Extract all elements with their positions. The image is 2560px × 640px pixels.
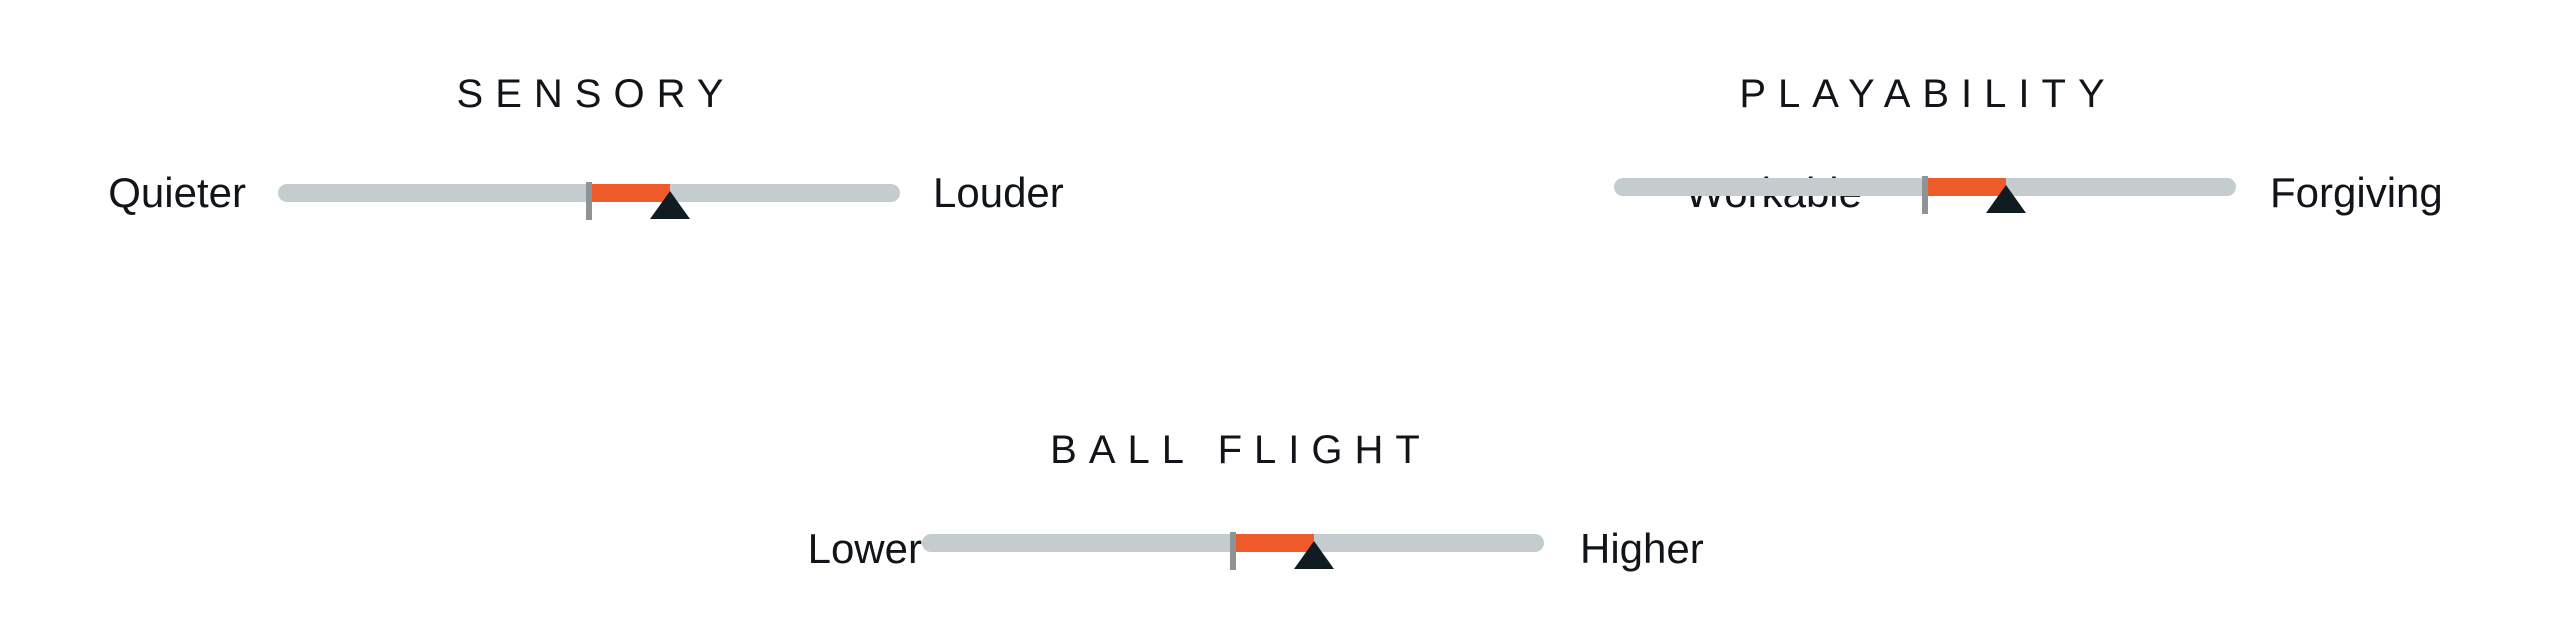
ball-flight-left-label: Lower (807, 525, 922, 572)
playability-right-label: Forgiving (2270, 169, 2443, 216)
sensory-baseline-tick (586, 182, 592, 220)
sensory-left-label: Quieter (108, 169, 246, 216)
ball-flight-title: BALL FLIGHT (1050, 428, 1432, 472)
playability-shift-bar (1925, 178, 2006, 196)
ball-flight-baseline-tick (1230, 532, 1236, 570)
ball-flight-meter: BALL FLIGHT Lower Higher (640, 320, 1920, 640)
ball-flight-right-label: Higher (1580, 525, 1704, 572)
playability-baseline-tick (1922, 176, 1928, 214)
ball-flight-pointer-icon (1293, 541, 1334, 569)
sensory-meter: SENSORY Quieter Louder (0, 0, 1280, 320)
sensory-title: SENSORY (456, 72, 736, 116)
sensory-right-label: Louder (933, 169, 1064, 216)
ball-flight-shift-bar (1233, 534, 1314, 552)
playability-meter: PLAYABILITY Workable Forgiving (1280, 0, 2560, 320)
playability-title: PLAYABILITY (1739, 72, 2117, 116)
sensory-shift-bar (589, 184, 670, 202)
playability-pointer-icon (1985, 185, 2026, 213)
sensory-pointer-icon (649, 191, 690, 219)
